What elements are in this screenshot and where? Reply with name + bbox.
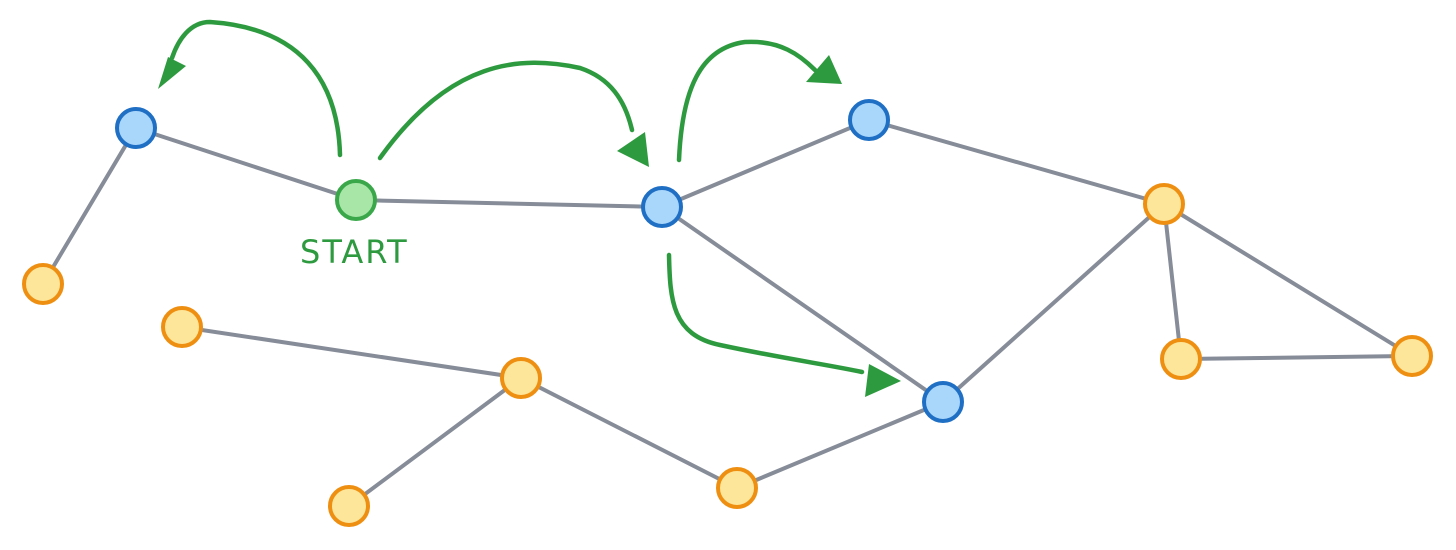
edge-f-h bbox=[1162, 202, 1414, 358]
unvisited-node-l bbox=[328, 485, 370, 527]
start-label: START bbox=[300, 233, 409, 271]
edge-i-j bbox=[519, 376, 739, 490]
edge-j-l bbox=[347, 376, 523, 508]
traversal-arrow-start-a bbox=[169, 19, 343, 158]
edge-start-a bbox=[134, 126, 358, 202]
unvisited-node-k bbox=[161, 306, 203, 348]
edge-g-h bbox=[1179, 354, 1414, 361]
edge-a-e bbox=[41, 126, 138, 286]
edge-j-k bbox=[180, 325, 523, 380]
unvisited-node-i bbox=[716, 467, 758, 509]
visited-node-c bbox=[848, 99, 890, 141]
traversal-arrow-start-b bbox=[377, 60, 635, 161]
start-node bbox=[335, 179, 377, 221]
traversal-arrow-b-d bbox=[666, 252, 865, 375]
graph-nodes bbox=[22, 99, 1433, 527]
graph-edges bbox=[41, 118, 1414, 508]
edge-b-d bbox=[660, 205, 945, 404]
visited-node-d bbox=[922, 381, 964, 423]
unvisited-node-j bbox=[500, 357, 542, 399]
unvisited-node-g bbox=[1160, 338, 1202, 380]
arrowhead-start-a bbox=[158, 57, 186, 89]
traversal-arrows bbox=[158, 19, 901, 397]
edge-c-f bbox=[867, 118, 1166, 206]
visited-node-b bbox=[641, 186, 683, 228]
edge-d-i bbox=[735, 400, 945, 490]
edge-f-d bbox=[941, 202, 1166, 404]
edge-b-c bbox=[660, 118, 871, 209]
arrowhead-start-b bbox=[617, 132, 649, 167]
arrowhead-b-d bbox=[865, 364, 901, 397]
visited-node-a bbox=[115, 107, 157, 149]
unvisited-node-e bbox=[22, 263, 64, 305]
unvisited-node-h bbox=[1391, 335, 1433, 377]
arrowhead-b-c bbox=[806, 55, 842, 84]
unvisited-node-f bbox=[1143, 183, 1185, 225]
edge-start-b bbox=[354, 198, 664, 209]
traversal-arrow-b-c bbox=[676, 39, 818, 163]
edge-f-g bbox=[1162, 202, 1183, 361]
